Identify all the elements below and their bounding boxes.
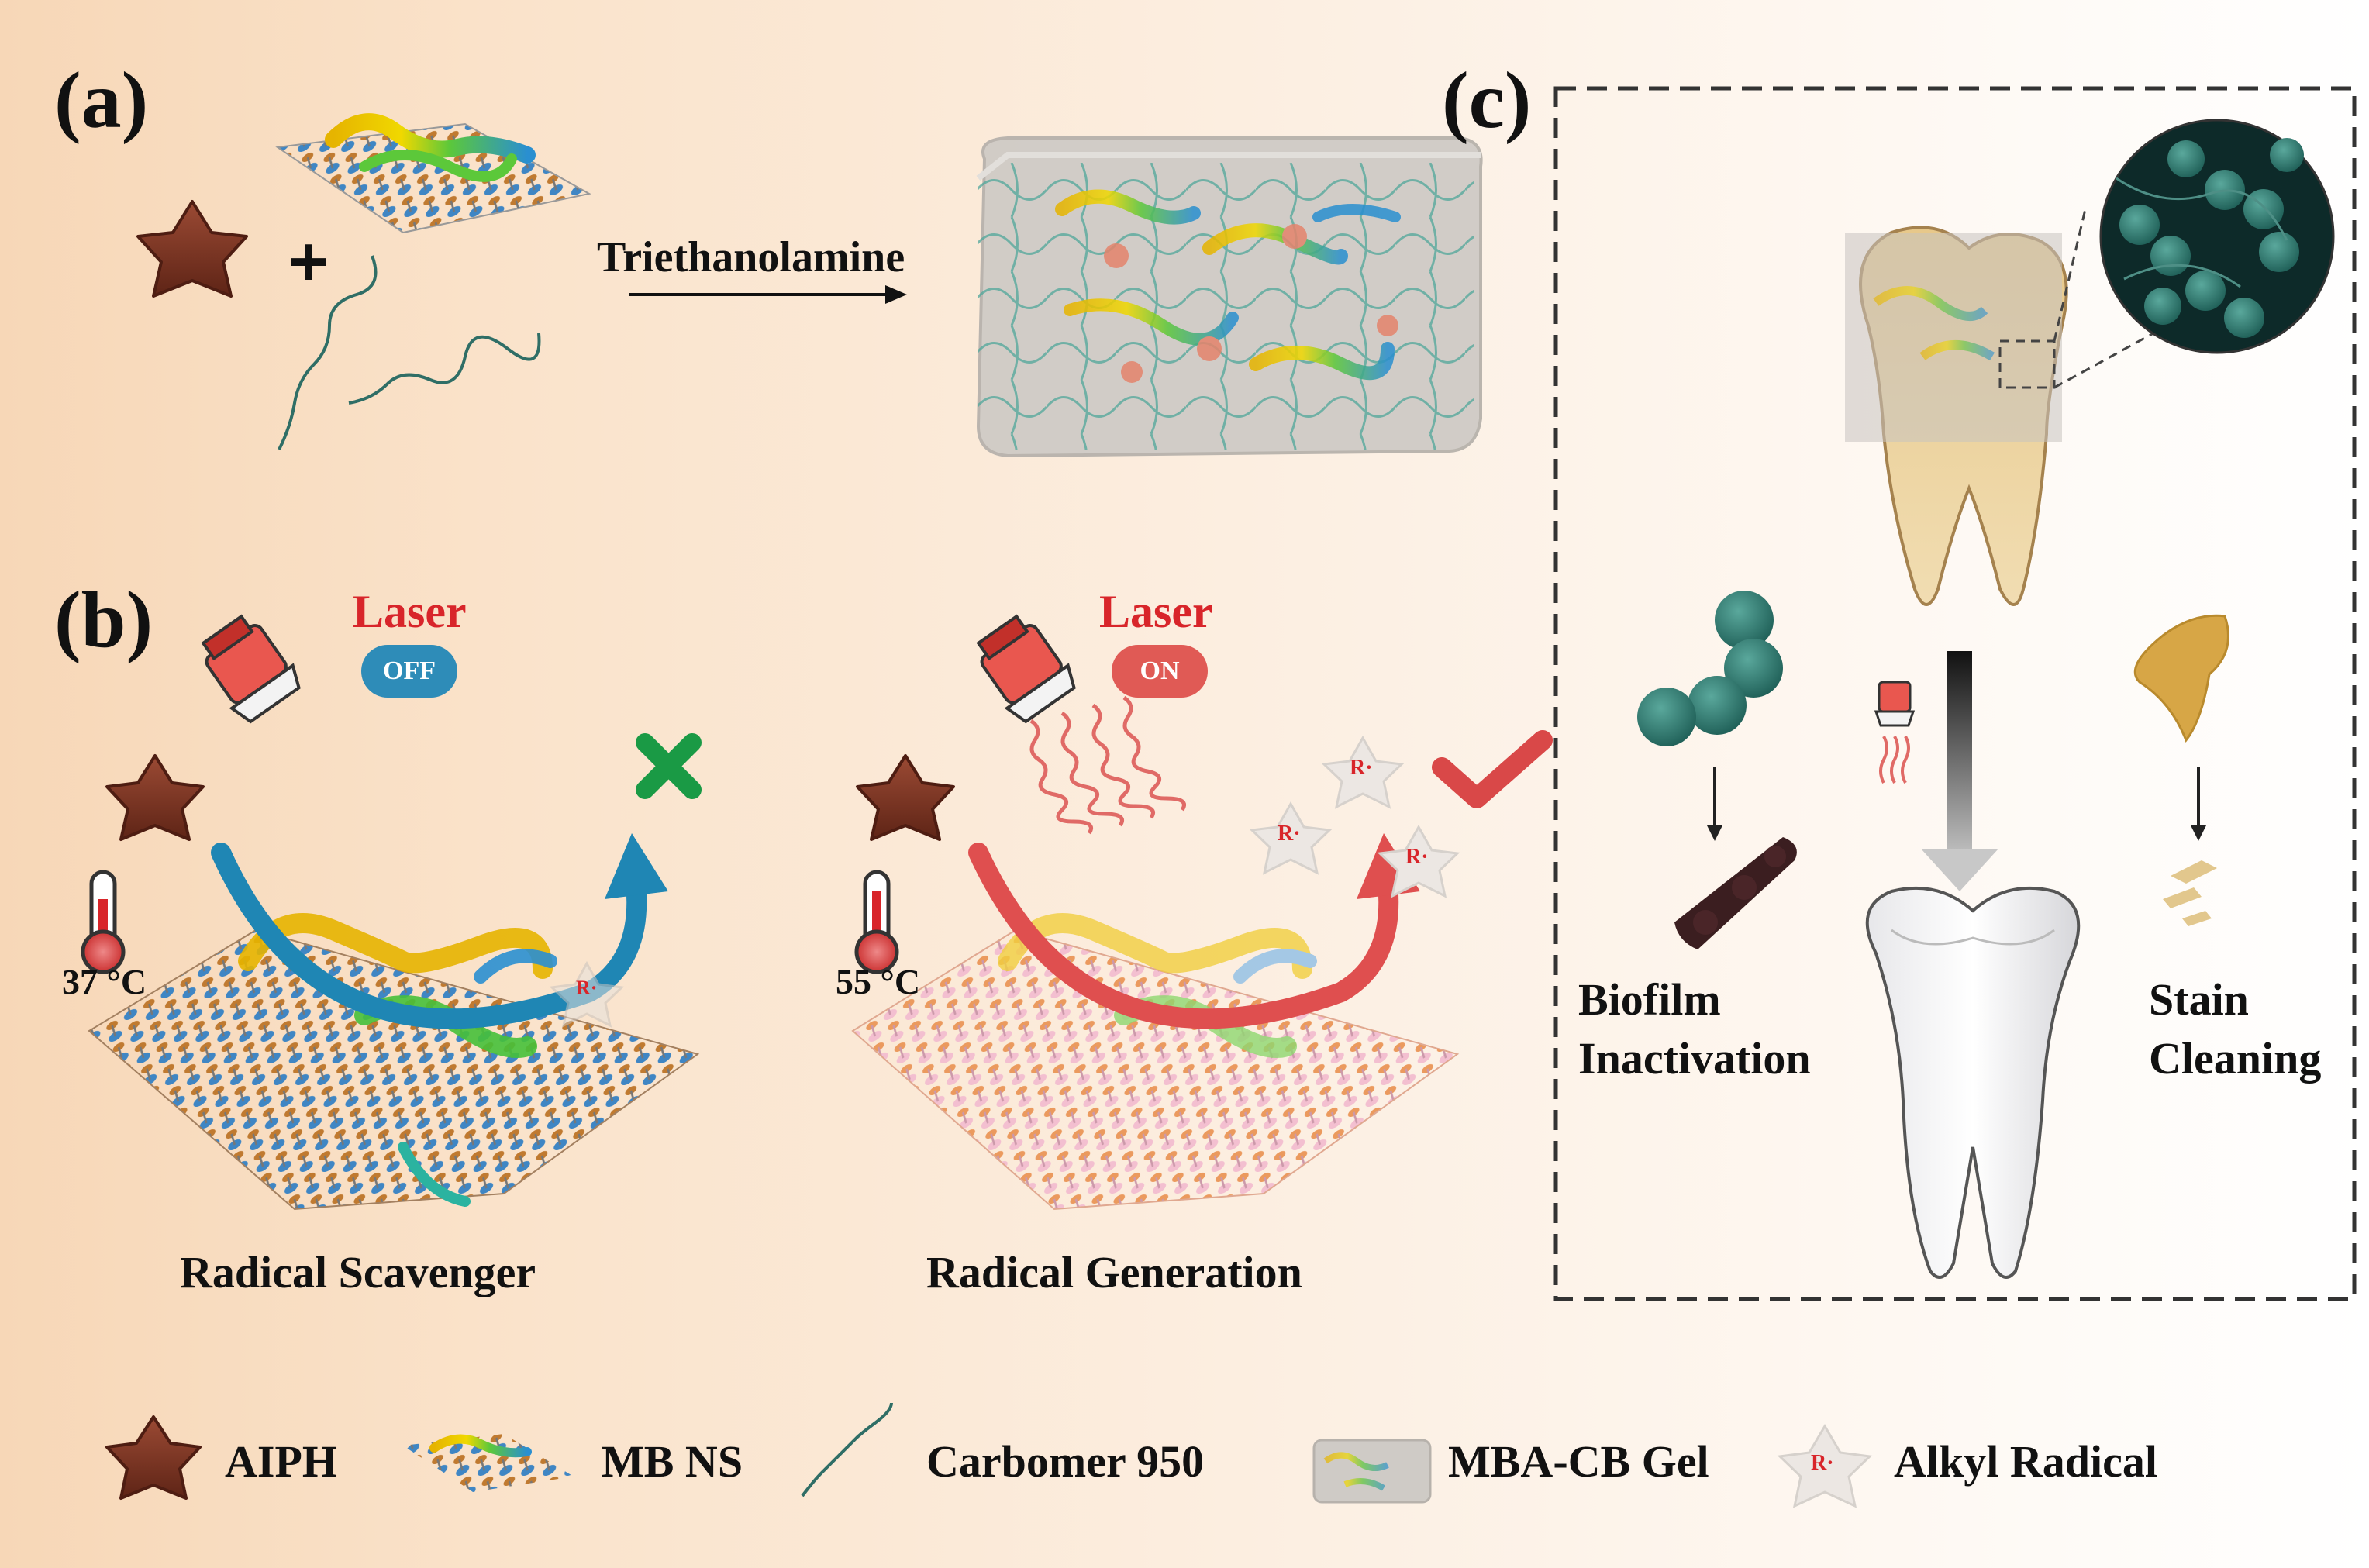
sem-bacteria-inset <box>2099 119 2335 354</box>
small-laser-icon <box>1874 681 1916 784</box>
sem-zoom-lines <box>1998 208 2218 389</box>
caption-radical-scavenger: Radical Scavenger <box>180 1247 536 1297</box>
gel-block <box>976 136 1483 458</box>
radical-symbol-3: R· <box>1405 845 1429 869</box>
panel-c-label: (c) <box>1442 56 1532 145</box>
panel-a-reactants: + <box>136 113 591 450</box>
temperature-55: 55 °C <box>836 962 921 1001</box>
temperature-37: 37 °C <box>62 962 147 1001</box>
aiph-star-icon <box>136 200 248 298</box>
thermometer-icon <box>81 870 126 974</box>
clean-tooth-icon <box>1865 886 2081 1279</box>
caption-radical-generation: Radical Generation <box>926 1247 1302 1297</box>
laser-waves <box>1029 695 1186 835</box>
carbomer-chain-icon <box>801 1402 893 1497</box>
legend-alkyl-radical: Alkyl Radical <box>1894 1436 2157 1487</box>
panel-b-right-artwork <box>851 614 1553 1211</box>
radical-star-icon <box>1249 801 1333 875</box>
stain-label-line2: Cleaning <box>2149 1033 2322 1084</box>
down-arrow-left <box>1707 767 1722 841</box>
mb-ns-sheet-icon <box>403 1434 574 1492</box>
down-arrow-right <box>2191 767 2206 841</box>
panel-b-left-artwork <box>81 614 702 1211</box>
legend-mb-ns: MB NS <box>602 1436 743 1487</box>
lattice-sheet <box>851 929 1460 1211</box>
laser-label-left: Laser <box>353 586 467 637</box>
laser-on-toggle: ON <box>1112 645 1208 698</box>
legend-mba-cb-gel: MBA-CB Gel <box>1448 1436 1709 1487</box>
check-icon <box>1432 730 1553 808</box>
legend-aiph: AIPH <box>225 1436 337 1487</box>
radical-symbol-1: R· <box>1350 756 1373 780</box>
aiph-star-icon <box>856 754 955 841</box>
stain-icon <box>2133 614 2229 743</box>
radical-faded-symbol: R· <box>576 977 598 999</box>
panel-b-label: (b) <box>54 575 153 664</box>
triethanolamine-label: Triethanolamine <box>597 233 905 281</box>
lattice-sheet <box>88 929 700 1211</box>
laser-label-right: Laser <box>1099 586 1213 637</box>
biofilm-label: Biofilm Inactivation <box>1578 970 1811 1088</box>
panel-c-dashed-frame <box>1553 86 2357 1301</box>
biofilm-label-line2: Inactivation <box>1578 1033 1811 1084</box>
legend-icons <box>105 1402 1873 1508</box>
radical-star-icon <box>1321 735 1405 809</box>
stained-tooth-icon <box>1845 226 2068 606</box>
biofilm-label-line1: Biofilm <box>1578 974 1721 1025</box>
radical-star-icon <box>1377 824 1460 898</box>
aiph-star-icon <box>105 754 205 841</box>
cross-icon <box>636 733 702 799</box>
laser-lamp-icon <box>976 614 1076 724</box>
legend-carbomer: Carbomer 950 <box>926 1436 1205 1487</box>
big-down-arrow <box>1921 651 1998 891</box>
laser-off-toggle: OFF <box>361 645 457 698</box>
carbomer-chain-icon <box>278 255 541 450</box>
gel-block-icon <box>1312 1439 1432 1504</box>
alkyl-radical-icon <box>1777 1424 1873 1508</box>
triethanolamine-arrow <box>629 285 907 304</box>
panel-c-artwork <box>1637 119 2335 1279</box>
aiph-star-icon <box>105 1415 202 1500</box>
radical-symbol-2: R· <box>1278 822 1301 846</box>
laser-lamp-icon <box>201 614 301 724</box>
plus-sign: + <box>288 223 329 301</box>
radical-faded-icon <box>549 960 625 1028</box>
dead-biofilm-icon <box>1674 837 1797 949</box>
scavenger-arrow <box>211 833 668 1029</box>
panel-a-label: (a) <box>54 56 149 145</box>
thermometer-icon <box>854 870 899 974</box>
stain-fragments-icon <box>2163 860 2217 926</box>
stain-label: Stain Cleaning <box>2149 970 2321 1088</box>
stain-label-line1: Stain <box>2149 974 2249 1025</box>
bacteria-cluster-icon <box>1637 591 1783 746</box>
legend-radical-symbol: R· <box>1811 1451 1834 1475</box>
mb-ns-sheet-icon <box>275 113 591 234</box>
